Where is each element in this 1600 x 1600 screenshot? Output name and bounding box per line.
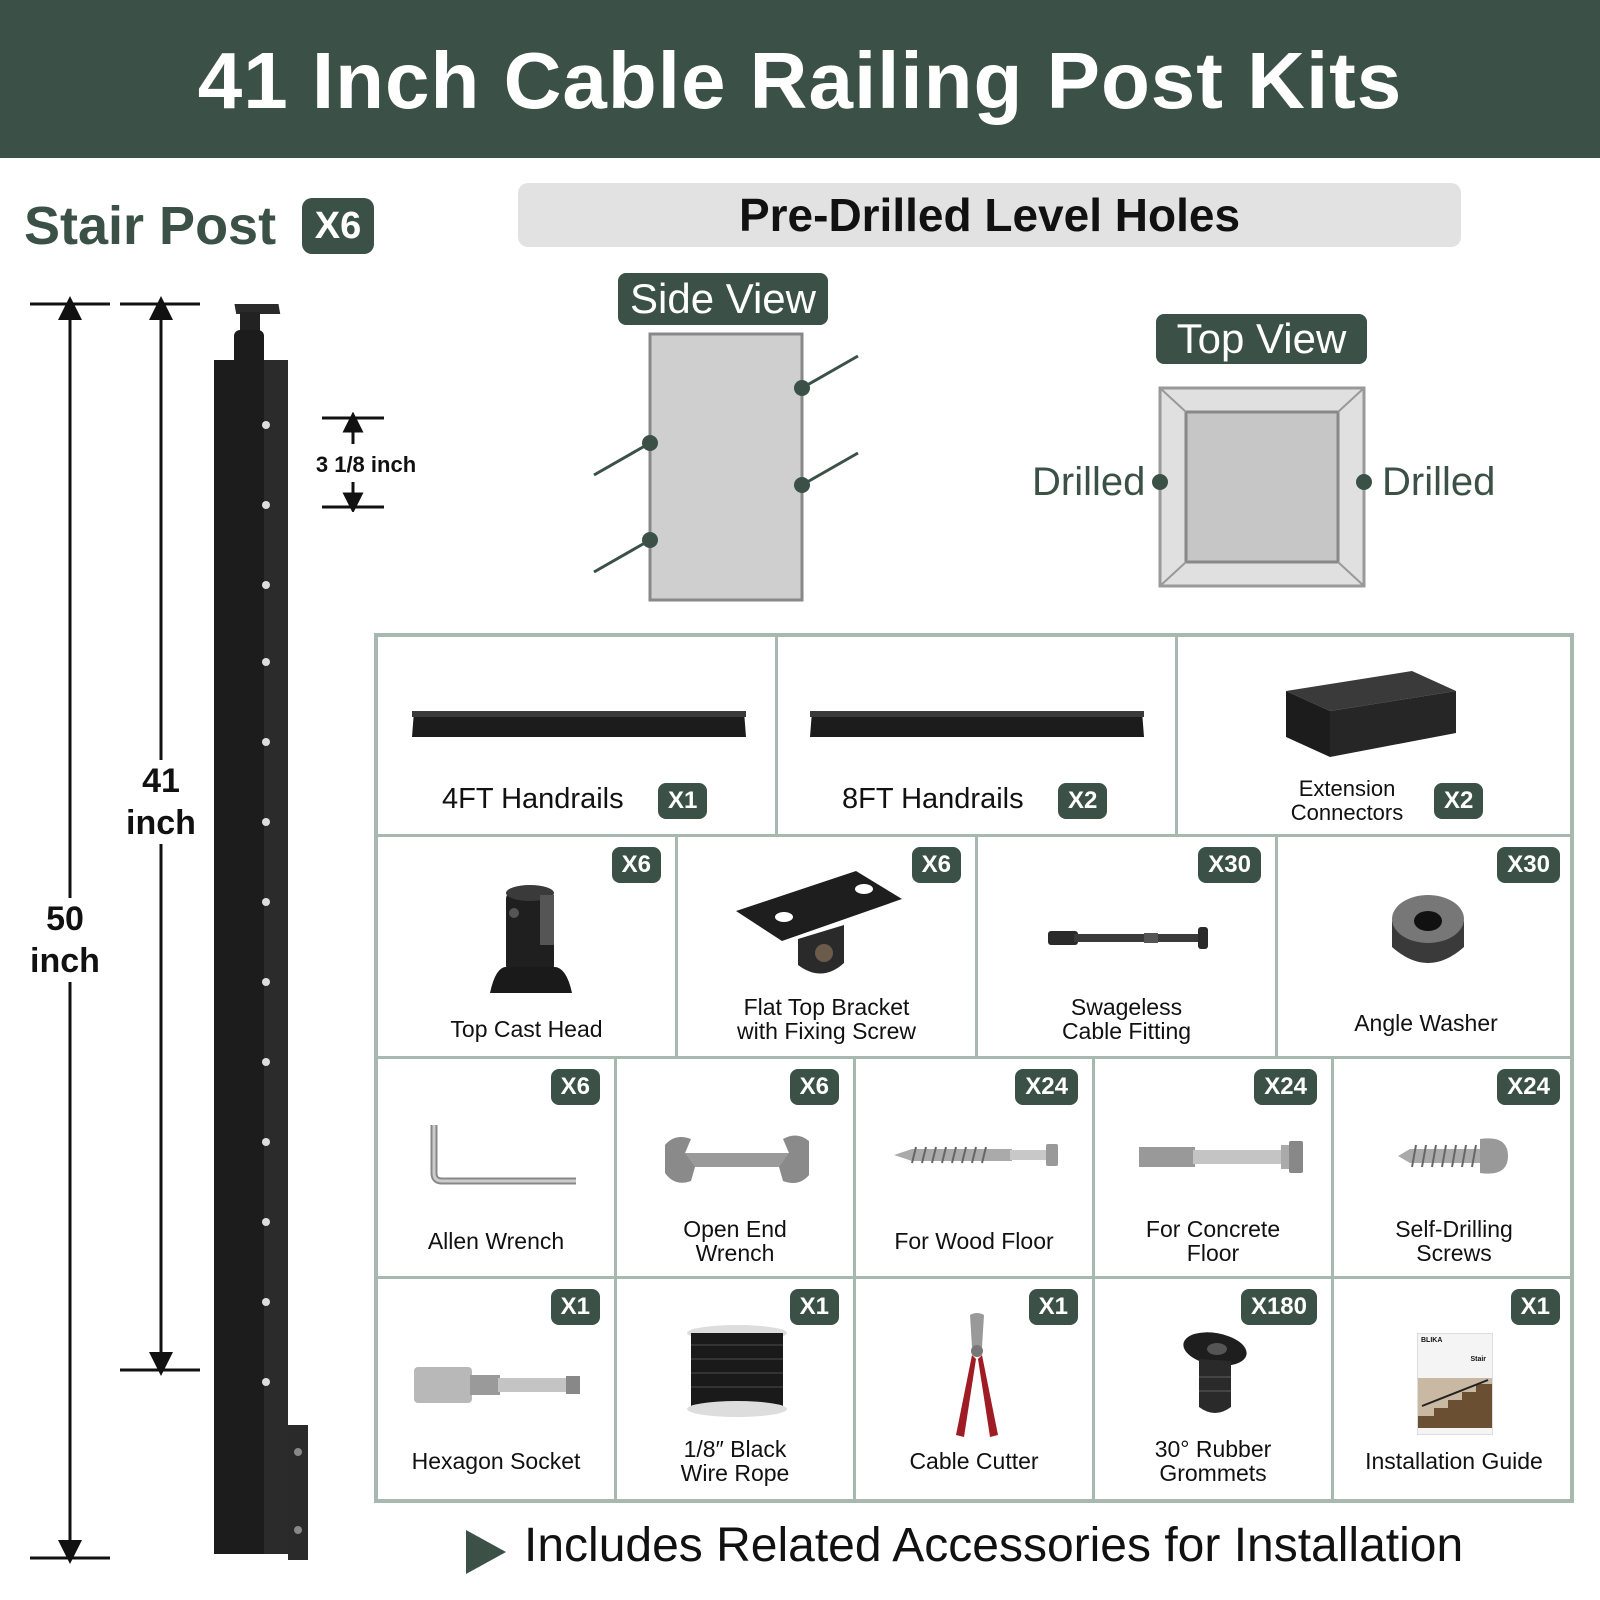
- hex-socket-icon: [414, 1367, 580, 1403]
- part-name: 1/8″ Black Wire Rope: [680, 1436, 790, 1486]
- part-qty-badge: X2: [1058, 783, 1108, 819]
- staircase-photo-icon: [1418, 1378, 1492, 1428]
- handrail-icon: [810, 711, 1144, 737]
- part-4ft-handrails: 4FT Handrails X1: [378, 637, 778, 837]
- part-qty-badge: X6: [550, 1069, 600, 1105]
- wire-rope-icon: [687, 1325, 787, 1417]
- part-name: Allen Wrench: [427, 1228, 565, 1254]
- wrench-icon: [665, 1135, 809, 1183]
- part-qty-badge: X30: [1198, 847, 1261, 883]
- hole-spacing-dimension-lines: [322, 412, 384, 512]
- stair-post-label: Stair Post: [24, 196, 277, 256]
- total-height-dimension: 50 inch: [20, 898, 110, 982]
- part-swageless-cable-fitting: Swageless Cable Fitting X30: [978, 837, 1278, 1059]
- part-name: 4FT Handrails: [442, 783, 624, 815]
- part-name: Self-Drilling Screws: [1395, 1216, 1513, 1266]
- part-qty-badge: X1: [658, 783, 708, 819]
- handrail-icon: [412, 711, 746, 737]
- part-extension-connectors: Extension Connectors X2: [1178, 637, 1574, 837]
- part-top-cast-head: Top Cast Head X6: [378, 837, 678, 1059]
- part-qty-badge: X30: [1497, 847, 1560, 883]
- part-allen-wrench: Allen Wrench X6: [378, 1059, 617, 1279]
- part-qty-badge: X180: [1240, 1289, 1317, 1325]
- part-open-end-wrench: Open End Wrench X6: [617, 1059, 856, 1279]
- part-qty-badge: X24: [1254, 1069, 1317, 1105]
- stair-post-qty-badge: X6: [302, 198, 374, 254]
- part-qty-badge: X1: [789, 1289, 839, 1325]
- connector-block-icon: [1286, 671, 1456, 757]
- part-qty-badge: X2: [1434, 783, 1484, 819]
- anchor-bolt-icon: [1139, 1141, 1303, 1173]
- part-qty-badge: X24: [1497, 1069, 1560, 1105]
- cable-fitting-icon: [1048, 927, 1208, 949]
- part-wood-floor-screw: For Wood Floor X24: [856, 1059, 1095, 1279]
- part-concrete-anchor-bolt: For Concrete Floor X24: [1095, 1059, 1334, 1279]
- part-name: 8FT Handrails: [842, 783, 1024, 815]
- guide-brand: BLIKA: [1421, 1337, 1443, 1344]
- guide-book-icon: BLIKA Stair: [1417, 1333, 1493, 1435]
- guide-cover-title: Stair: [1470, 1356, 1486, 1363]
- part-8ft-handrails: 8FT Handrails X2: [778, 637, 1178, 837]
- side-view-label: Side View: [618, 273, 828, 325]
- cable-cutter-icon: [956, 1313, 998, 1437]
- predrilled-banner: Pre-Drilled Level Holes: [518, 183, 1461, 247]
- part-black-wire-rope: 1/8″ Black Wire Rope X1: [617, 1279, 856, 1500]
- part-qty-badge: X1: [1510, 1289, 1560, 1325]
- part-qty-badge: X24: [1015, 1069, 1078, 1105]
- part-installation-guide: BLIKA Stair Installation Guide X1: [1334, 1279, 1574, 1500]
- part-rubber-grommets: 30° Rubber Grommets X180: [1095, 1279, 1334, 1500]
- hole-spacing-label: 3 1/8 inch: [306, 452, 426, 478]
- part-name: Cable Cutter: [909, 1448, 1039, 1474]
- footer-note: Includes Related Accessories for Install…: [524, 1519, 1464, 1572]
- drilled-right-label: Drilled: [1382, 460, 1496, 504]
- part-qty-badge: X6: [611, 847, 661, 883]
- part-name: Extension Connectors: [1290, 776, 1404, 825]
- drilled-left-label: Drilled: [1032, 460, 1146, 504]
- part-name: Open End Wrench: [683, 1216, 787, 1266]
- part-self-drilling-screws: Self-Drilling Screws X24: [1334, 1059, 1574, 1279]
- side-view-diagram: [593, 332, 859, 602]
- part-name: 30° Rubber Grommets: [1154, 1436, 1272, 1486]
- wood-screw-icon: [894, 1144, 1058, 1166]
- parts-grid: 4FT Handrails X1 8FT Handrails X2 Extens…: [374, 633, 1574, 1503]
- top-view-label: Top View: [1156, 314, 1367, 364]
- play-arrow-icon: [466, 1530, 506, 1574]
- part-angle-washer: Angle Washer X30: [1278, 837, 1574, 1059]
- part-qty-badge: X1: [550, 1289, 600, 1325]
- part-name: Top Cast Head: [450, 1016, 603, 1042]
- part-name: Installation Guide: [1365, 1448, 1543, 1474]
- cast-head-icon: [490, 885, 572, 993]
- stair-post-illustration: [30, 296, 308, 1564]
- part-name: For Concrete Floor: [1145, 1216, 1281, 1266]
- part-name: For Wood Floor: [894, 1228, 1054, 1254]
- allen-wrench-icon: [430, 1125, 576, 1185]
- self-drilling-screw-icon: [1398, 1138, 1508, 1174]
- washer-icon: [1392, 895, 1464, 963]
- top-view-diagram: [1152, 386, 1372, 588]
- part-hexagon-socket: Hexagon Socket X1: [378, 1279, 617, 1500]
- rail-height-dimension: 41 inch: [112, 760, 210, 844]
- part-name: Swageless Cable Fitting: [1061, 994, 1192, 1044]
- bracket-icon: [736, 871, 902, 974]
- part-name: Hexagon Socket: [411, 1448, 581, 1474]
- part-name: Flat Top Bracket with Fixing Screw: [737, 994, 916, 1044]
- part-flat-top-bracket: Flat Top Bracket with Fixing Screw X6: [678, 837, 978, 1059]
- page-title: 41 Inch Cable Railing Post Kits: [197, 36, 1403, 125]
- grommet-icon: [1183, 1332, 1247, 1413]
- part-qty-badge: X6: [911, 847, 961, 883]
- part-name: Angle Washer: [1354, 1010, 1498, 1036]
- part-qty-badge: X6: [789, 1069, 839, 1105]
- part-qty-badge: X1: [1028, 1289, 1078, 1325]
- header-banner: [0, 0, 1600, 158]
- part-cable-cutter: Cable Cutter X1: [856, 1279, 1095, 1500]
